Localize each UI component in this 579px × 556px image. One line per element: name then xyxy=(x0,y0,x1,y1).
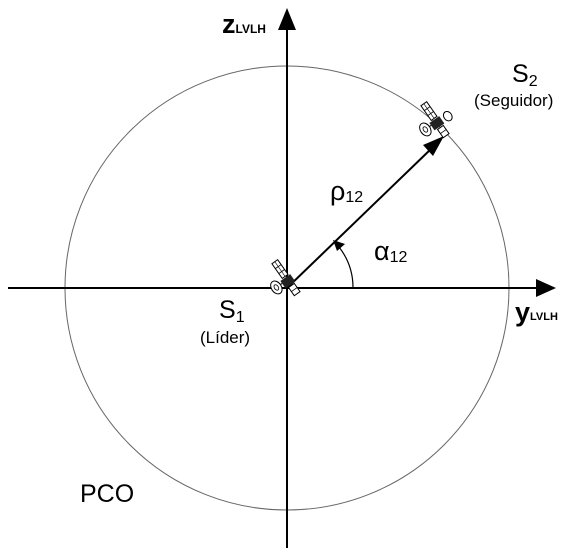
y-axis-arrowhead xyxy=(536,279,556,297)
rho-vector-line xyxy=(286,147,433,289)
z-axis-subscript: LVLH xyxy=(236,22,266,36)
rho-subscript: 12 xyxy=(345,189,363,206)
s2-subscript: 2 xyxy=(529,73,538,90)
rho-symbol: ρ xyxy=(330,176,345,206)
alpha-label: α12 xyxy=(374,236,408,266)
s2-label: S2 xyxy=(512,60,538,90)
y-axis-subscript: LVLH xyxy=(530,311,558,323)
pco-label: PCO xyxy=(80,480,134,508)
rho-vector-arrowhead xyxy=(423,136,444,156)
satellite-s1-icon xyxy=(270,258,301,297)
rho-label: ρ12 xyxy=(330,176,363,206)
y-axis-label: yLVLH xyxy=(515,297,558,327)
s2-role-label: (Seguidor) xyxy=(474,91,553,110)
s1-role-label: (Líder) xyxy=(200,328,250,347)
alpha-angle-arrowhead xyxy=(333,240,345,251)
s2-symbol: S xyxy=(512,60,529,88)
s1-symbol: S xyxy=(219,296,236,324)
z-axis-label: zLVLH xyxy=(222,9,266,39)
z-axis-main: z xyxy=(222,9,236,39)
alpha-angle-arc xyxy=(338,246,354,289)
z-axis-arrowhead xyxy=(278,8,296,30)
alpha-subscript: 12 xyxy=(390,249,408,266)
s1-subscript: 1 xyxy=(236,309,245,326)
s1-label: S1 xyxy=(219,296,245,326)
y-axis-main: y xyxy=(515,297,530,327)
alpha-symbol: α xyxy=(374,236,390,266)
satellite-s2-icon xyxy=(419,100,453,139)
